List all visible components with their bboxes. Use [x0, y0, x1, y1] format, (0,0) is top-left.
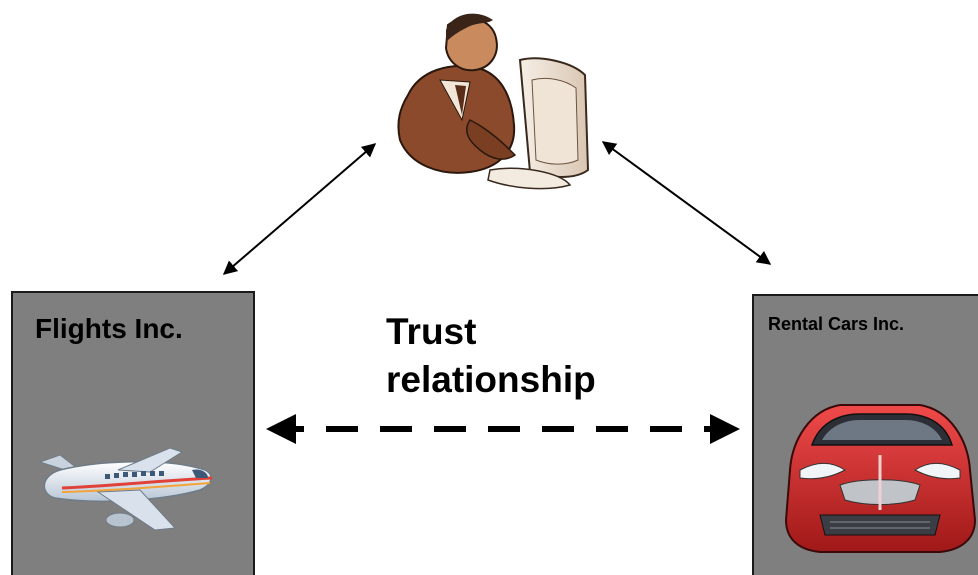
airplane-icon [38, 447, 213, 531]
trust-relationship-label: Trust relationship [386, 308, 596, 404]
flights-inc-label: Flights Inc. [35, 313, 183, 344]
rental-cars-inc-label: Rental Cars Inc. [768, 314, 905, 334]
race-car-icon [784, 404, 977, 553]
user-to-flights-arrow [222, 143, 377, 275]
trust-label-line2: relationship [386, 359, 596, 400]
trust-label-line1: Trust [386, 311, 477, 352]
user-to-rental-cars-arrow [601, 141, 772, 265]
flights-inc-box: Flights Inc. [11, 291, 255, 575]
user-at-computer-icon [397, 13, 590, 190]
